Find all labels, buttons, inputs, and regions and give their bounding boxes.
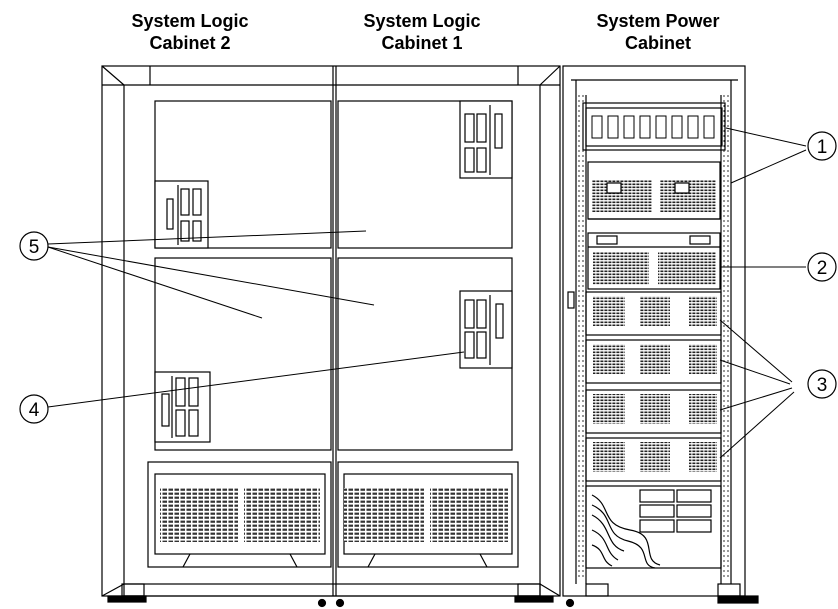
callout-5-label: 5 <box>29 237 40 258</box>
header-logic-cabinet-2-line2: Cabinet 2 <box>149 33 231 53</box>
logic-cabinet-frame <box>101 65 561 597</box>
callout-3-label: 3 <box>817 375 828 396</box>
callout-4-label: 4 <box>29 400 40 421</box>
vent-panel-cabinet-2 <box>147 461 332 568</box>
header-logic-cabinet-1-line1: System Logic <box>363 11 481 31</box>
callout-5: 5 <box>19 231 49 261</box>
callout-2-label: 2 <box>817 258 828 279</box>
header-power-cabinet-line2: Cabinet <box>624 33 691 53</box>
drive-bay-c1-lower <box>459 290 513 369</box>
cable-area <box>585 485 722 569</box>
callout-4: 4 <box>19 394 49 424</box>
logic-cabinet-feet <box>107 583 575 608</box>
drive-bay-c2-upper <box>154 180 209 249</box>
header-logic-cabinet-2: System Logic Cabinet 2 <box>90 10 290 54</box>
drive-bay-c1-upper <box>459 100 513 179</box>
leader-lines <box>47 127 807 459</box>
rail-perforations <box>578 95 729 580</box>
header-power-cabinet-line1: System Power <box>596 11 720 31</box>
vent-panel-cabinet-1 <box>337 461 519 568</box>
callout-3: 3 <box>807 369 837 399</box>
drive-bay-c2-lower <box>154 371 211 443</box>
header-logic-cabinet-1: System Logic Cabinet 1 <box>322 10 522 54</box>
callout-1-label: 1 <box>817 137 828 158</box>
callout-2: 2 <box>807 252 837 282</box>
header-logic-cabinet-1-line2: Cabinet 1 <box>381 33 463 53</box>
power-cabinet-feet <box>585 583 759 604</box>
power-supply-upper <box>587 161 721 220</box>
header-logic-cabinet-2-line1: System Logic <box>131 11 249 31</box>
cabinet2-upper-module <box>154 100 332 451</box>
header-power-cabinet: System Power Cabinet <box>558 10 758 54</box>
callout-1: 1 <box>807 131 837 161</box>
control-unit <box>587 232 721 290</box>
breaker-strip <box>582 102 726 151</box>
fan-modules <box>585 291 722 482</box>
